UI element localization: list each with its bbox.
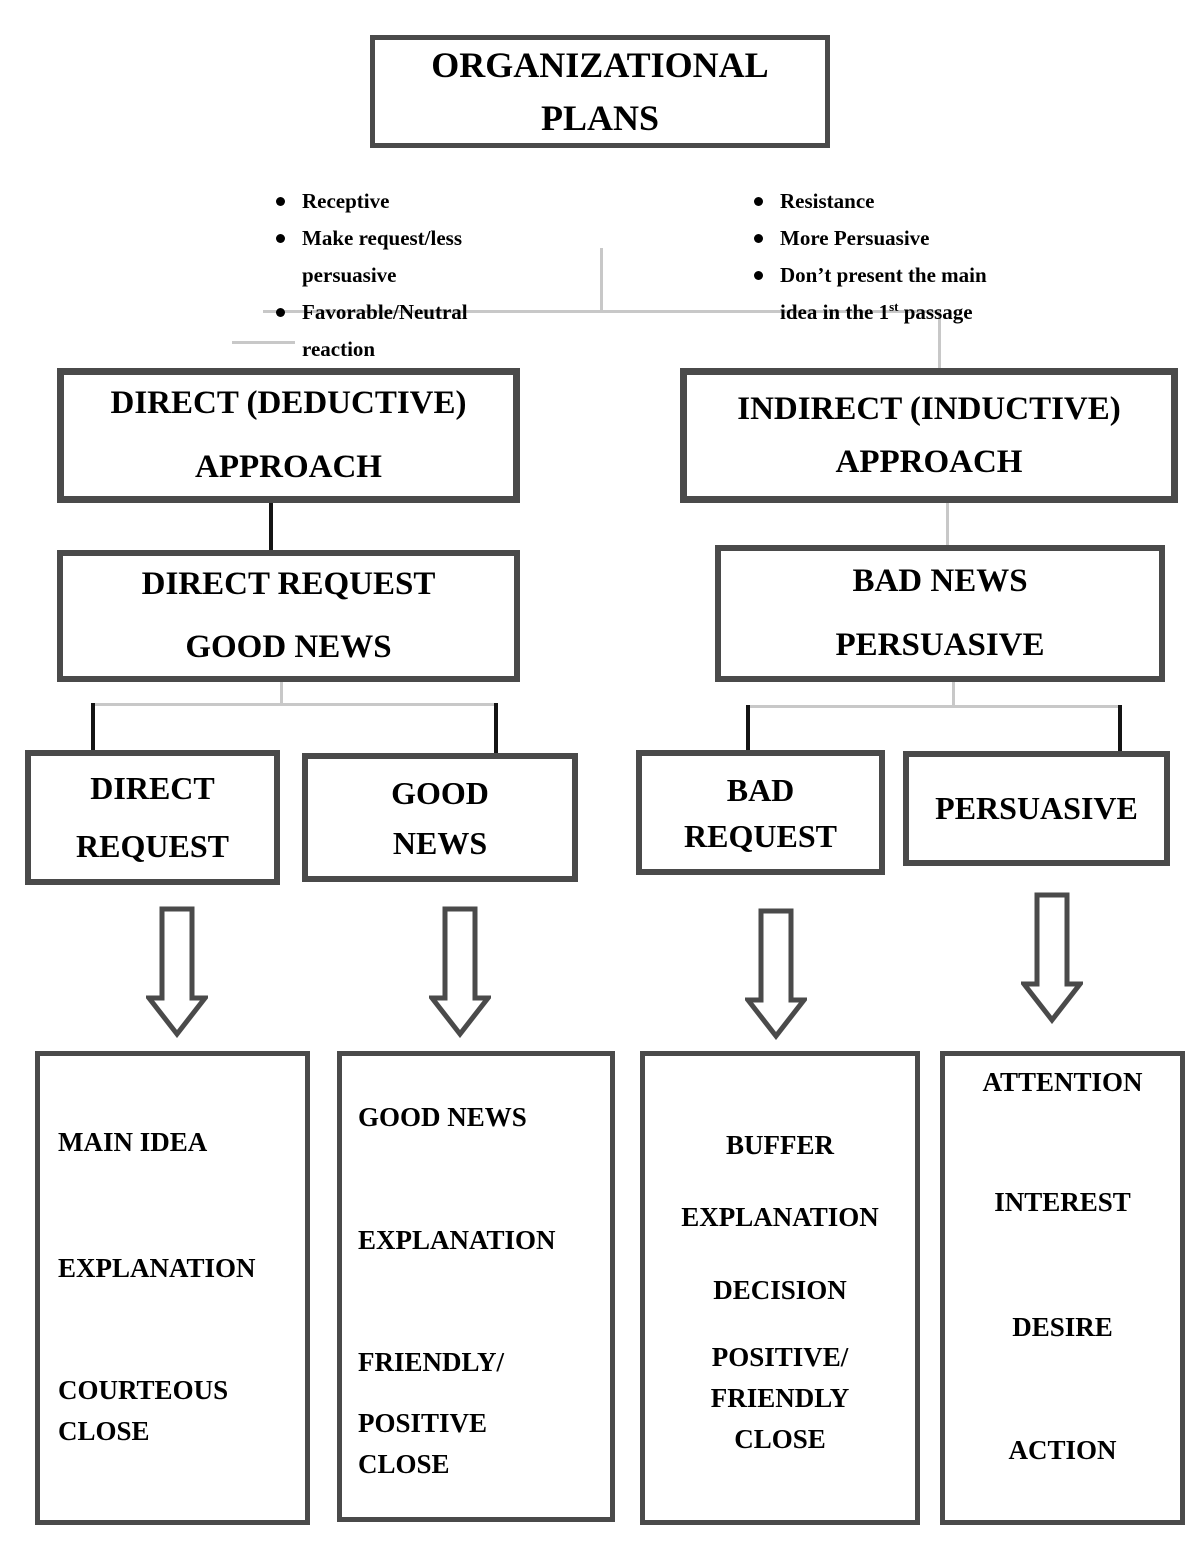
connector-planright-drop <box>952 682 955 708</box>
direct-request-outline-box: MAIN IDEA EXPLANATION COURTEOUS CLOSE <box>35 1051 310 1525</box>
plan-left-line2: GOOD NEWS <box>185 629 392 665</box>
direct-approach-line2: APPROACH <box>195 449 382 485</box>
note-dont-present: Don’t present the main idea in the 1st p… <box>740 257 1080 331</box>
outline-item: BUFFER <box>726 1130 834 1160</box>
down-arrow-icon <box>146 906 208 1038</box>
connector-planright-horizontal <box>747 705 1122 708</box>
note-dont-present-line2: idea in the 1st passage <box>780 299 973 324</box>
bad-request-outline-box: BUFFER EXPLANATION DECISION POSITIVE/ FR… <box>640 1051 920 1525</box>
outline-item: POSITIVE CLOSE <box>358 1408 488 1479</box>
note-resistance: Resistance <box>754 189 875 213</box>
outline-item: INTEREST <box>994 1187 1131 1217</box>
connector-indirect-drop <box>938 310 941 368</box>
outline-item: COURTEOUS CLOSE <box>58 1375 229 1446</box>
outline-item: DESIRE <box>1012 1312 1113 1342</box>
note-receptive: Receptive <box>276 189 390 213</box>
connector-good-news-drop <box>494 703 498 755</box>
plan-right-line1: BAD NEWS <box>852 563 1028 599</box>
down-arrow-icon <box>745 908 807 1040</box>
indirect-approach-line1: INDIRECT (INDUCTIVE) <box>737 390 1121 427</box>
connector-planleft-horizontal <box>93 703 498 706</box>
indirect-approach-line2: APPROACH <box>835 443 1023 480</box>
note-favorable: Favorable/Neutral reaction <box>276 300 468 361</box>
direct-approach-line1: DIRECT (DEDUCTIVE) <box>110 385 467 421</box>
connector-direct-to-plan <box>269 503 273 551</box>
outline-item: POSITIVE/ FRIENDLY CLOSE <box>710 1342 850 1454</box>
note-dont-present-line1: Don’t present the main <box>780 263 987 287</box>
persuasive-outline-box: ATTENTION INTEREST DESIRE ACTION <box>940 1051 1185 1525</box>
bad-request-box: BAD REQUEST <box>636 750 885 875</box>
title-line2: PLANS <box>540 97 660 138</box>
outline-item: ATTENTION <box>982 1067 1143 1097</box>
down-arrow-icon <box>429 906 491 1038</box>
direct-approach-notes: Receptive Make request/less persuasive F… <box>262 183 522 365</box>
direct-request-box: DIRECT REQUEST <box>25 750 280 885</box>
title-box: ORGANIZATIONAL PLANS <box>370 35 830 148</box>
outline-item: EXPLANATION <box>681 1202 879 1232</box>
outline-item: DECISION <box>713 1275 847 1305</box>
connector-indirect-to-plan <box>946 503 949 546</box>
superscript-st: st <box>889 299 899 314</box>
outline-item: MAIN IDEA <box>58 1127 208 1157</box>
outline-item: EXPLANATION <box>58 1253 256 1283</box>
connector-direct-request-drop <box>91 703 95 752</box>
direct-approach-box: DIRECT (DEDUCTIVE) APPROACH <box>57 368 520 503</box>
connector-title-drop <box>600 248 603 312</box>
plan-right-line2: PERSUASIVE <box>835 627 1045 663</box>
outline-item: GOOD NEWS <box>358 1102 527 1132</box>
connector-left-stub <box>232 341 295 344</box>
good-news-outline-box: GOOD NEWS EXPLANATION FRIENDLY/ POSITIVE… <box>337 1051 615 1522</box>
good-news-box: GOOD NEWS <box>302 753 578 882</box>
outline-item: FRIENDLY/ <box>358 1347 505 1377</box>
persuasive-box: PERSUASIVE <box>903 751 1170 866</box>
connector-planleft-drop <box>280 682 283 706</box>
indirect-approach-notes: Resistance More Persuasive Don’t present… <box>740 183 1080 331</box>
direct-request-good-news-box: DIRECT REQUEST GOOD NEWS <box>57 550 520 682</box>
down-arrow-icon <box>1021 892 1083 1024</box>
note-make-request: Make request/less persuasive <box>276 226 463 287</box>
indirect-approach-box: INDIRECT (INDUCTIVE) APPROACH <box>680 368 1178 503</box>
connector-main-horizontal <box>263 310 940 313</box>
note-more-persuasive: More Persuasive <box>754 226 930 250</box>
connector-bad-request-drop <box>746 705 750 752</box>
plan-left-line1: DIRECT REQUEST <box>141 566 436 602</box>
outline-item: EXPLANATION <box>358 1225 556 1255</box>
connector-persuasive-drop <box>1118 705 1122 753</box>
title-line1: ORGANIZATIONAL <box>431 44 769 85</box>
bad-news-persuasive-box: BAD NEWS PERSUASIVE <box>715 545 1165 682</box>
outline-item: ACTION <box>1008 1435 1117 1465</box>
